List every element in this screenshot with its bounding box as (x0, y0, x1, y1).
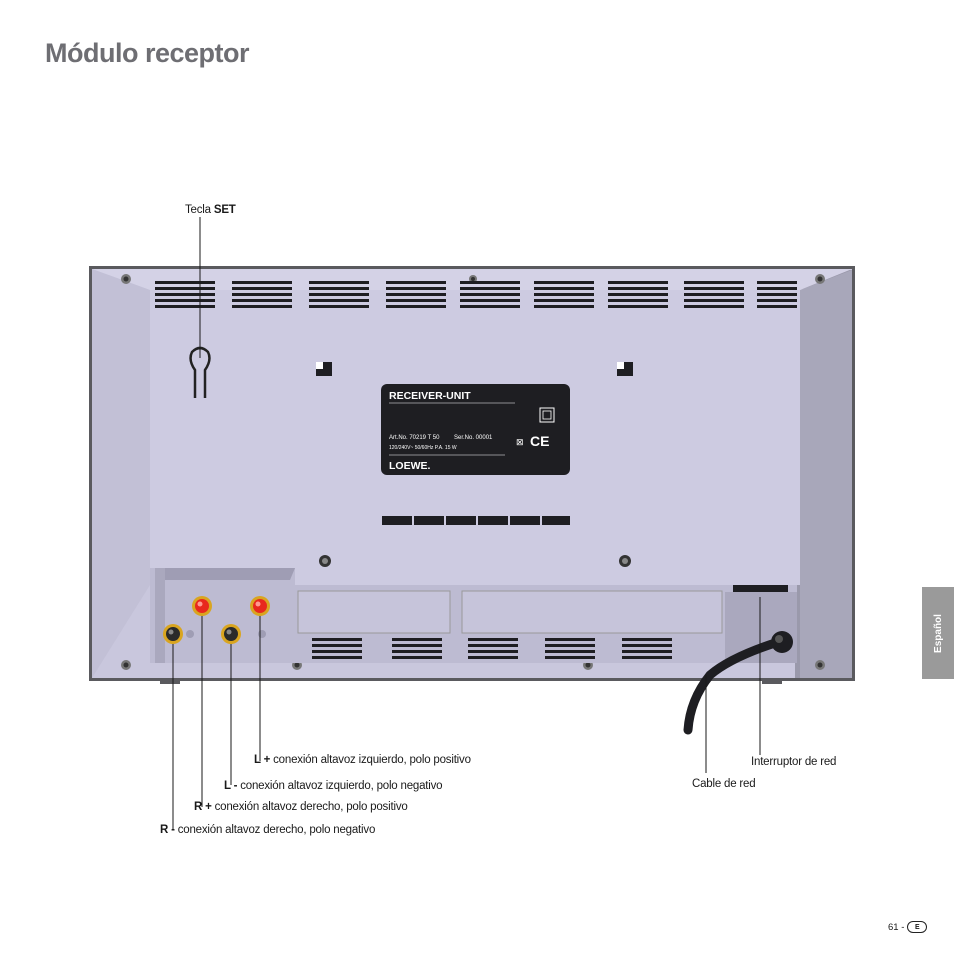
type-label-plate: RECEIVER-UNIT Art.No. 70219 T 50 Ser.No.… (381, 384, 570, 475)
leader-lines (172, 217, 761, 830)
page-footer: 61 - E (888, 921, 928, 933)
screw-hole-right (619, 555, 631, 567)
top-vent-grilles (155, 281, 797, 308)
callout-set-key: Tecla SET (185, 204, 236, 216)
page-title: Módulo receptor (45, 38, 250, 68)
page-number: 61 - (888, 921, 905, 933)
ce-mark-icon: CE (530, 433, 549, 449)
mounting-notch-right (617, 362, 633, 376)
receiver-unit-device: RECEIVER-UNIT Art.No. 70219 T 50 Ser.No.… (89, 266, 855, 684)
weee-icon: ⊠ (516, 437, 524, 447)
terminal-l-minus (221, 624, 241, 644)
callout-l-plus: L + conexión altavoz izquierdo, polo pos… (254, 754, 471, 766)
mounting-notch-left (316, 362, 332, 376)
double-insulation-icon (539, 407, 555, 423)
screw-bottom-left (121, 660, 131, 670)
screw-top-right (815, 274, 825, 284)
label-rating: 120/240V~ 50/60Hz P.A. 15 W (389, 445, 457, 451)
terminal-l-plus (250, 596, 270, 616)
callout-power-cable: Cable de red (692, 778, 756, 790)
power-cable (683, 639, 777, 735)
terminal-r-minus (163, 624, 183, 644)
language-badge-icon: E (907, 921, 928, 933)
bottom-vent-blocks (297, 590, 723, 634)
label-brand: LOEWE. (389, 460, 430, 472)
label-title: RECEIVER-UNIT (389, 390, 471, 402)
screw-bottom-right (815, 660, 825, 670)
power-switch (771, 631, 793, 653)
label-art-no: Art.No. 70219 T 50 (389, 435, 440, 441)
callout-power-switch: Interruptor de red (751, 756, 837, 768)
label-ser-no: Ser.No. 00001 (454, 435, 493, 441)
terminal-r-plus (192, 596, 212, 616)
screw-top-left (121, 274, 131, 284)
screw-hole-left (319, 555, 331, 567)
side-tab-label: Español (932, 613, 944, 653)
callout-r-minus: R - conexión altavoz derecho, polo negat… (160, 824, 376, 836)
language-side-tab: Español (922, 587, 954, 679)
callout-r-plus: R + conexión altavoz derecho, polo posit… (194, 801, 408, 813)
callout-l-minus: L - conexión altavoz izquierdo, polo neg… (224, 780, 443, 792)
